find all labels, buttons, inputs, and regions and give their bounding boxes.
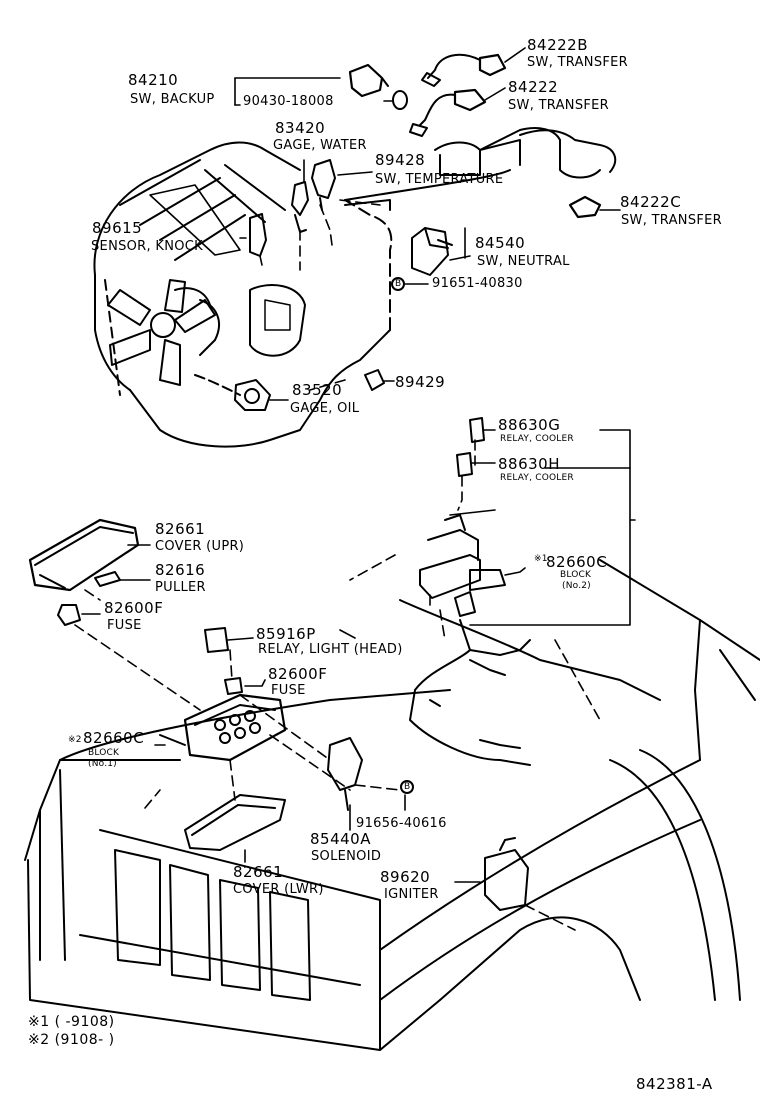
- part-number-82600F-b: 82600F: [268, 665, 328, 683]
- mark-82660C-2: ※1: [534, 554, 548, 564]
- part-number-85440A: 85440A: [310, 830, 371, 848]
- footnote-1: ※1 ( -9108): [28, 1014, 115, 1030]
- diagram-code: 842381-A: [636, 1075, 713, 1093]
- part-number-82661-lwr: 82661: [233, 863, 284, 881]
- part-number-82660C-1: 82660C: [83, 729, 145, 747]
- part-name-82661-lwr: COVER (LWR): [233, 882, 324, 897]
- part-number-82661-upr: 82661: [155, 520, 206, 538]
- part-number-84222: 84222: [508, 78, 559, 96]
- switch-89428: [311, 159, 336, 211]
- wire-harness: [409, 619, 531, 766]
- part-name-83420: GAGE, WATER: [273, 138, 367, 153]
- part-name-85440A: SOLENOID: [311, 849, 382, 864]
- switch-84222B: [421, 53, 507, 87]
- footnote-2: ※2 (9108- ): [28, 1032, 115, 1048]
- part-name-88630H: RELAY, COOLER: [500, 473, 574, 483]
- part-name-82660C-1: BLOCK: [88, 748, 120, 758]
- part-number-84210: 84210: [128, 71, 179, 89]
- part-name-82600F-b: FUSE: [271, 683, 306, 698]
- part-number-82616: 82616: [155, 561, 206, 579]
- relay-88630G: [469, 417, 485, 443]
- gage-83420: [291, 181, 309, 233]
- igniter-89620: [484, 837, 529, 911]
- part-number-82600F-a: 82600F: [104, 599, 164, 617]
- bolt-91651: [391, 277, 405, 291]
- mark-82660C-1: ※2: [68, 735, 82, 745]
- part-number-91656: 91656-40616: [356, 816, 447, 831]
- sensor-89615: [249, 213, 267, 257]
- part-number-83420: 83420: [275, 119, 326, 137]
- leader-lines: [81, 47, 636, 883]
- fuse-block-no1: [159, 693, 287, 762]
- switch-84222: [409, 88, 487, 137]
- part-sub-82660C-2: (No.2): [562, 581, 591, 591]
- part-name-84540: SW, NEUTRAL: [477, 254, 570, 269]
- fuse-82600F-b: [224, 677, 243, 695]
- engine-outline: [93, 141, 393, 448]
- fuse-block-no2: [419, 514, 506, 617]
- projection-lines: [74, 199, 601, 931]
- part-name-82661-upr: COVER (UPR): [155, 539, 245, 554]
- part-name-82660C-2: BLOCK: [560, 570, 592, 580]
- gage-83520: [234, 379, 271, 411]
- gasket-90430: [392, 90, 408, 110]
- part-name-84222B: SW, TRANSFER: [527, 55, 629, 70]
- switch-84210: [348, 63, 389, 98]
- switch-84222C: [568, 195, 602, 219]
- vehicle-body: [24, 559, 760, 1051]
- part-number-89429: 89429: [395, 373, 446, 391]
- bolt-symbol-91651: B: [395, 279, 402, 289]
- part-name-89428: SW, TEMPERATURE: [375, 172, 504, 187]
- part-name-88630G: RELAY, COOLER: [500, 434, 574, 444]
- solenoid-85440A: [327, 737, 363, 811]
- part-number-85916P: 85916P: [256, 625, 316, 643]
- part-number-89428: 89428: [375, 151, 426, 169]
- puller-82616: [94, 571, 121, 587]
- part-number-82660C-2: 82660C: [546, 553, 608, 571]
- part-number-84222C: 84222C: [620, 193, 682, 211]
- part-name-89620: IGNITER: [384, 887, 439, 902]
- part-name-82600F-a: FUSE: [107, 618, 142, 633]
- fuse-box-cover-lwr: [184, 794, 286, 851]
- part-name-85916P: RELAY, LIGHT (HEAD): [258, 642, 403, 657]
- part-name-84222C: SW, TRANSFER: [621, 213, 723, 228]
- relay-88630H: [456, 452, 473, 477]
- bolt-symbol-91656: B: [404, 782, 411, 792]
- part-number-89620: 89620: [380, 868, 431, 886]
- switch-89429: [364, 369, 385, 391]
- part-name-82616: PULLER: [155, 580, 206, 595]
- part-name-84210: SW, BACKUP: [130, 92, 215, 107]
- part-sub-82660C-1: (No.1): [88, 759, 117, 769]
- part-number-91651: 91651-40830: [432, 276, 523, 291]
- part-name-89615: SENSOR, KNOCK: [91, 239, 203, 254]
- part-number-88630H: 88630H: [498, 455, 560, 473]
- part-number-83520: 83520: [292, 381, 343, 399]
- relay-85916P: [204, 627, 229, 653]
- part-name-84222: SW, TRANSFER: [508, 98, 610, 113]
- switch-84540: [411, 227, 453, 276]
- part-number-89615: 89615: [92, 219, 143, 237]
- part-number-84222B: 84222B: [527, 36, 589, 54]
- part-number-84540: 84540: [475, 234, 526, 252]
- bolt-91656: [400, 780, 414, 794]
- part-number-90430: 90430-18008: [243, 94, 334, 109]
- part-number-88630G: 88630G: [498, 416, 561, 434]
- transmission-outline: [344, 127, 617, 211]
- part-name-83520: GAGE, OIL: [290, 401, 360, 416]
- fuse-82600F-a: [57, 604, 81, 626]
